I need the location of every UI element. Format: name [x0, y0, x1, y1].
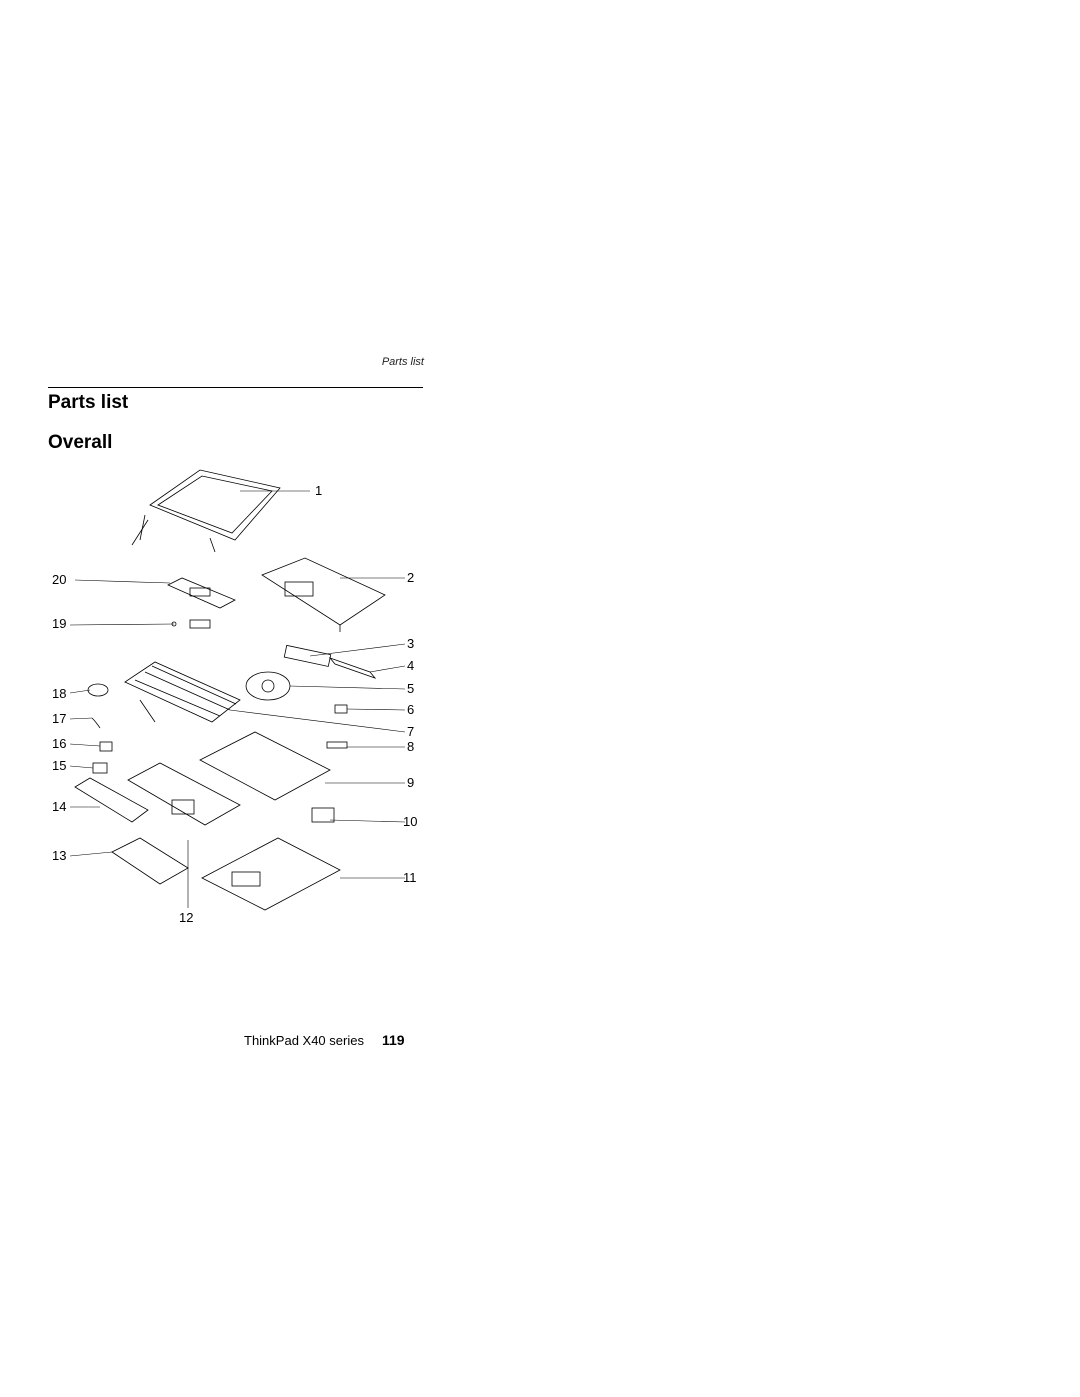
callout-19: 19 — [52, 616, 66, 631]
system-board-part — [127, 762, 241, 826]
running-head: Parts list — [381, 356, 424, 368]
cover-plate-part — [111, 837, 189, 885]
callout-13: 13 — [52, 848, 66, 863]
callout-8: 8 — [407, 739, 414, 754]
callout-4: 4 — [407, 658, 414, 673]
callout-18: 18 — [52, 686, 66, 701]
top-cover-part — [261, 557, 386, 632]
callout-7: 7 — [407, 724, 414, 739]
memory-part — [326, 741, 348, 749]
speaker-part — [311, 807, 335, 823]
trackpoint-cap-part — [87, 683, 109, 697]
page-footer: ThinkPad X40 series 119 — [244, 1032, 405, 1048]
callout-12: 12 — [179, 910, 193, 925]
callout-10: 10 — [403, 814, 417, 829]
small-part-15 — [92, 762, 108, 774]
keyboard-part — [124, 661, 241, 723]
base-cover-part — [201, 837, 341, 911]
callout-6: 6 — [407, 702, 414, 717]
callout-2: 2 — [407, 570, 414, 585]
header-rule — [48, 387, 423, 388]
page-number: 119 — [381, 1032, 405, 1048]
exploded-parts-diagram: 1 2 3 4 5 6 7 8 9 10 11 12 13 14 15 16 1… — [52, 469, 417, 925]
section-title: Overall — [48, 432, 113, 453]
page-title: Parts list — [48, 392, 129, 413]
callout-5: 5 — [407, 681, 414, 696]
hinge-bracket-part — [167, 577, 236, 629]
callout-15: 15 — [52, 758, 66, 773]
book-title: ThinkPad X40 series — [244, 1033, 364, 1048]
callout-1: 1 — [315, 483, 322, 498]
callout-14: 14 — [52, 799, 66, 814]
small-part-16 — [99, 741, 113, 752]
fan-part — [245, 671, 291, 701]
callout-20: 20 — [52, 572, 66, 587]
callout-9: 9 — [407, 775, 414, 790]
bracket-part — [328, 657, 377, 679]
card-part — [283, 644, 332, 667]
callout-16: 16 — [52, 736, 66, 751]
callout-17: 17 — [52, 711, 66, 726]
cable-part — [91, 717, 101, 729]
chip-part — [334, 704, 348, 714]
callout-3: 3 — [407, 636, 414, 651]
lcd-assembly-part — [131, 469, 281, 553]
battery-part — [74, 777, 149, 823]
base-frame-part — [199, 731, 331, 801]
callout-11: 11 — [403, 870, 417, 885]
